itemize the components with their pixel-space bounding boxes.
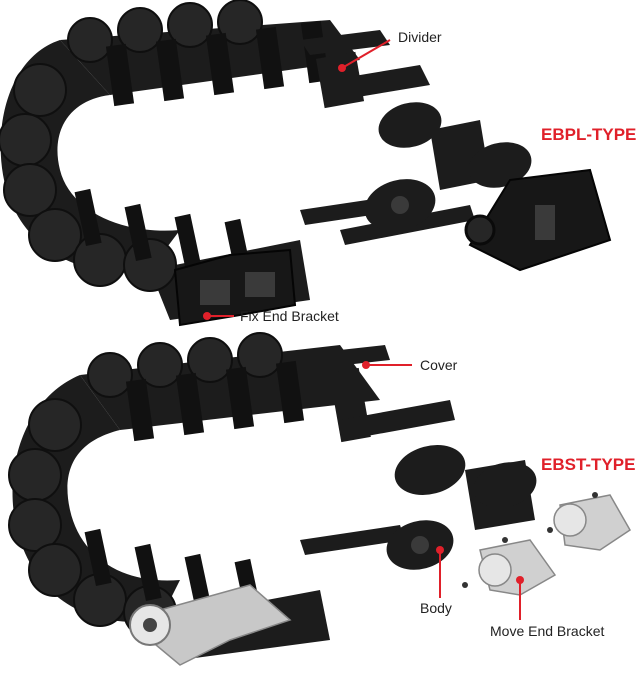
label-move-end-bracket: Move End Bracket xyxy=(490,623,605,639)
title-ebpl-type: EBPL-TYPE xyxy=(541,125,636,144)
label-cover: Cover xyxy=(420,357,458,373)
callout-lines xyxy=(203,39,524,620)
title-ebst-type: EBST-TYPE xyxy=(541,455,636,474)
divider-dot xyxy=(338,64,346,72)
fix-end-bracket-dot xyxy=(203,312,211,320)
body-dot xyxy=(436,546,444,554)
cover-dot xyxy=(362,361,370,369)
ebst-cover-part xyxy=(340,345,390,365)
move-end-bracket-dot xyxy=(516,576,524,584)
ebst-chain xyxy=(8,332,631,666)
label-fix-end-bracket: Fix End Bracket xyxy=(240,308,339,324)
label-divider: Divider xyxy=(398,29,442,45)
label-body: Body xyxy=(420,600,452,616)
ebpl-divider-part xyxy=(300,30,390,55)
ebpl-fix-end-bracket xyxy=(173,248,297,327)
ebpl-chain xyxy=(0,0,612,327)
divider-leader xyxy=(341,39,391,69)
